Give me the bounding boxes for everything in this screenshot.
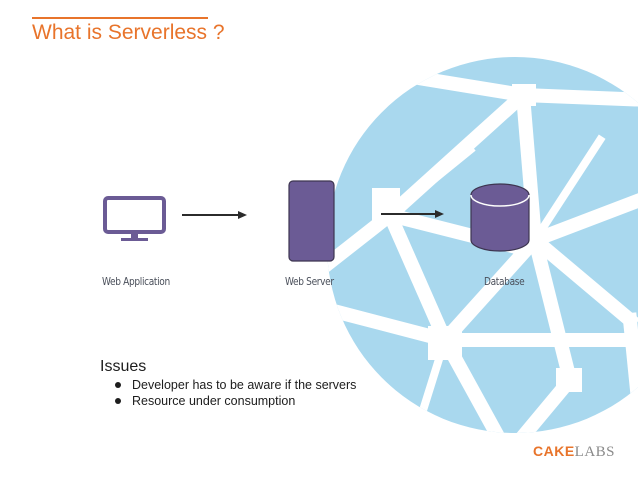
bullet-icon <box>115 398 121 404</box>
issues-list: Developer has to be aware if the servers… <box>112 377 356 409</box>
label-web-application: Web Application <box>102 276 170 288</box>
title-rule <box>32 17 208 19</box>
label-database: Database <box>484 276 525 288</box>
issue-item: Resource under consumption <box>112 393 356 409</box>
issues-heading: Issues <box>100 358 147 375</box>
server-icon <box>288 180 335 262</box>
monitor-icon <box>103 196 166 241</box>
slide-title: What is Serverless ? <box>32 21 225 44</box>
issue-item: Developer has to be aware if the servers <box>112 377 356 393</box>
cake-labs-logo: CAKELABS <box>533 443 616 460</box>
arrow-app-to-server <box>182 211 247 219</box>
arrow-server-to-database <box>381 210 444 218</box>
database-icon <box>470 183 530 252</box>
network-globe <box>327 57 638 433</box>
bullet-icon <box>115 382 121 388</box>
label-web-server: Web Server <box>285 276 334 288</box>
